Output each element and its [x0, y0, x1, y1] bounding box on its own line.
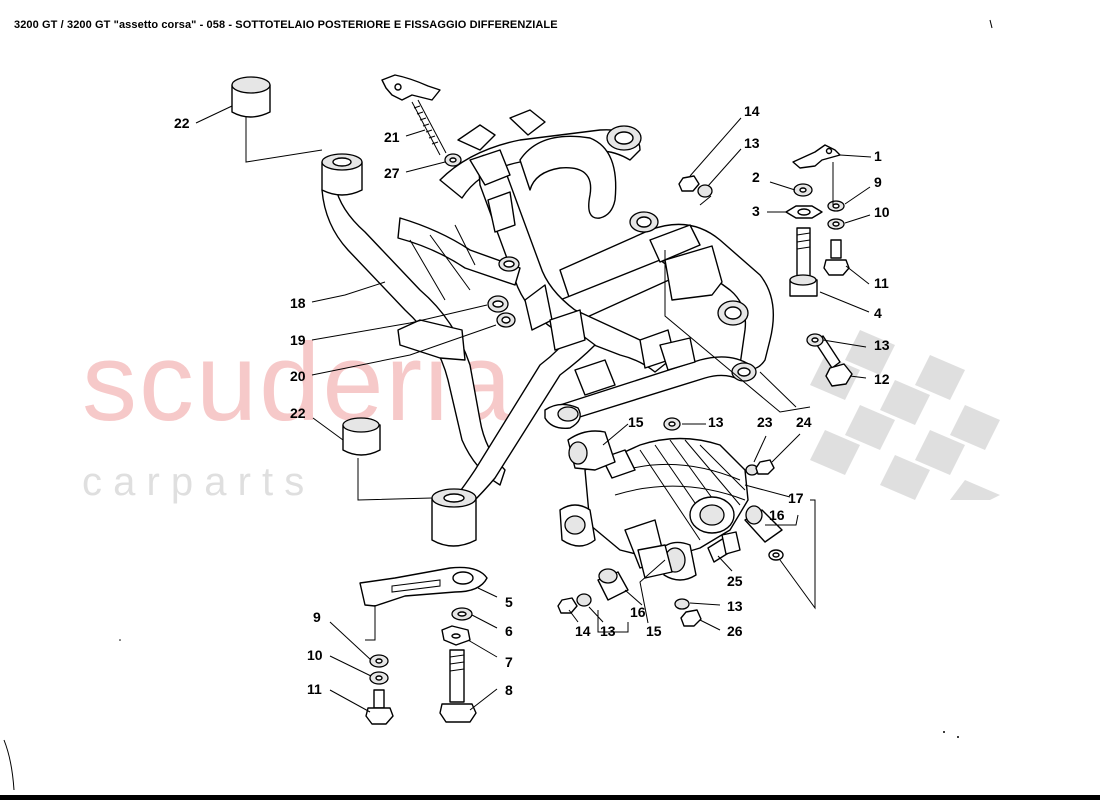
leader-lines — [195, 105, 872, 713]
washer-9-left — [369, 654, 389, 668]
washer-9-right — [827, 200, 845, 212]
washer-13-right — [806, 333, 824, 347]
callout-13-bottom: 13 — [600, 623, 616, 639]
callout-20: 20 — [290, 368, 306, 384]
callout-27: 27 — [384, 165, 400, 181]
callout-9-right: 9 — [874, 174, 882, 190]
washer-6 — [451, 607, 473, 621]
bolt-11-right — [823, 239, 850, 276]
washer-2 — [793, 183, 813, 197]
callout-19: 19 — [290, 332, 306, 348]
callout-3: 3 — [752, 203, 760, 219]
subframe-mount-lower — [431, 488, 477, 547]
page-title: 3200 GT / 3200 GT "assetto corsa" - 058 … — [14, 19, 558, 31]
callout-25: 25 — [727, 573, 743, 589]
bracket-5 — [359, 566, 488, 607]
callout-13-top: 13 — [744, 135, 760, 151]
callout-11-left: 11 — [307, 681, 322, 697]
callout-22: 22 — [174, 115, 190, 131]
wing-nut-3 — [785, 205, 823, 219]
callout-numbers: 22 21 27 18 19 20 22 14 13 1 2 9 3 10 11… — [174, 103, 890, 698]
callout-16-left: 16 — [630, 604, 646, 620]
nut-14-top — [678, 175, 713, 198]
callout-14-bottom: 14 — [575, 623, 591, 639]
bottom-border — [0, 795, 1100, 800]
callout-15-bottom: 15 — [646, 623, 662, 639]
callout-24: 24 — [796, 414, 812, 430]
callout-4: 4 — [874, 305, 882, 321]
callout-6: 6 — [505, 623, 513, 639]
callout-10-left: 10 — [307, 647, 323, 663]
callout-7: 7 — [505, 654, 513, 670]
callout-26: 26 — [727, 623, 743, 639]
callout-9-left: 9 — [313, 609, 321, 625]
washer-10-left — [369, 671, 389, 685]
bolt-11-left — [365, 689, 394, 725]
stud-bracket-21 — [381, 74, 462, 167]
callout-18: 18 — [290, 295, 306, 311]
small-hardware-differential — [557, 417, 784, 627]
callout-13-right: 13 — [874, 337, 890, 353]
rear-subframe — [321, 109, 775, 506]
callout-13-center: 13 — [708, 414, 724, 430]
callout-8: 8 — [505, 682, 513, 698]
callout-12: 12 — [874, 371, 890, 387]
callout-16-right: 16 — [769, 507, 785, 523]
bolt-8 — [439, 649, 477, 723]
callout-14-top: 14 — [744, 103, 760, 119]
bolt-25 — [707, 531, 741, 563]
subframe-mount-upper — [321, 153, 363, 196]
callout-17: 17 — [788, 490, 804, 506]
watermark: scuderia c a r p a r t s — [82, 321, 1000, 504]
callout-21: 21 — [384, 129, 400, 145]
callout-1: 1 — [874, 148, 882, 164]
watermark-car-parts: c a r p a r t s — [82, 460, 304, 504]
callout-22-lower: 22 — [290, 405, 306, 421]
washer-10-right — [827, 218, 845, 230]
callout-23: 23 — [757, 414, 773, 430]
differential-unit — [559, 430, 749, 581]
scan-marks — [3, 19, 993, 791]
callout-11-right: 11 — [874, 275, 889, 291]
callout-2: 2 — [752, 169, 760, 185]
callout-13-lower-right: 13 — [727, 598, 743, 614]
callout-10-right: 10 — [874, 204, 890, 220]
bushing-16-right — [744, 505, 783, 543]
bushing-22-lower — [342, 417, 381, 456]
bushing-22-upper — [231, 76, 271, 118]
checkered-flag-watermark — [810, 330, 1000, 500]
bushing-16-left — [597, 568, 629, 601]
callout-15-top: 15 — [628, 414, 644, 430]
bolt-4 — [789, 227, 818, 297]
callout-5: 5 — [505, 594, 513, 610]
tab-washer-7 — [441, 625, 471, 646]
